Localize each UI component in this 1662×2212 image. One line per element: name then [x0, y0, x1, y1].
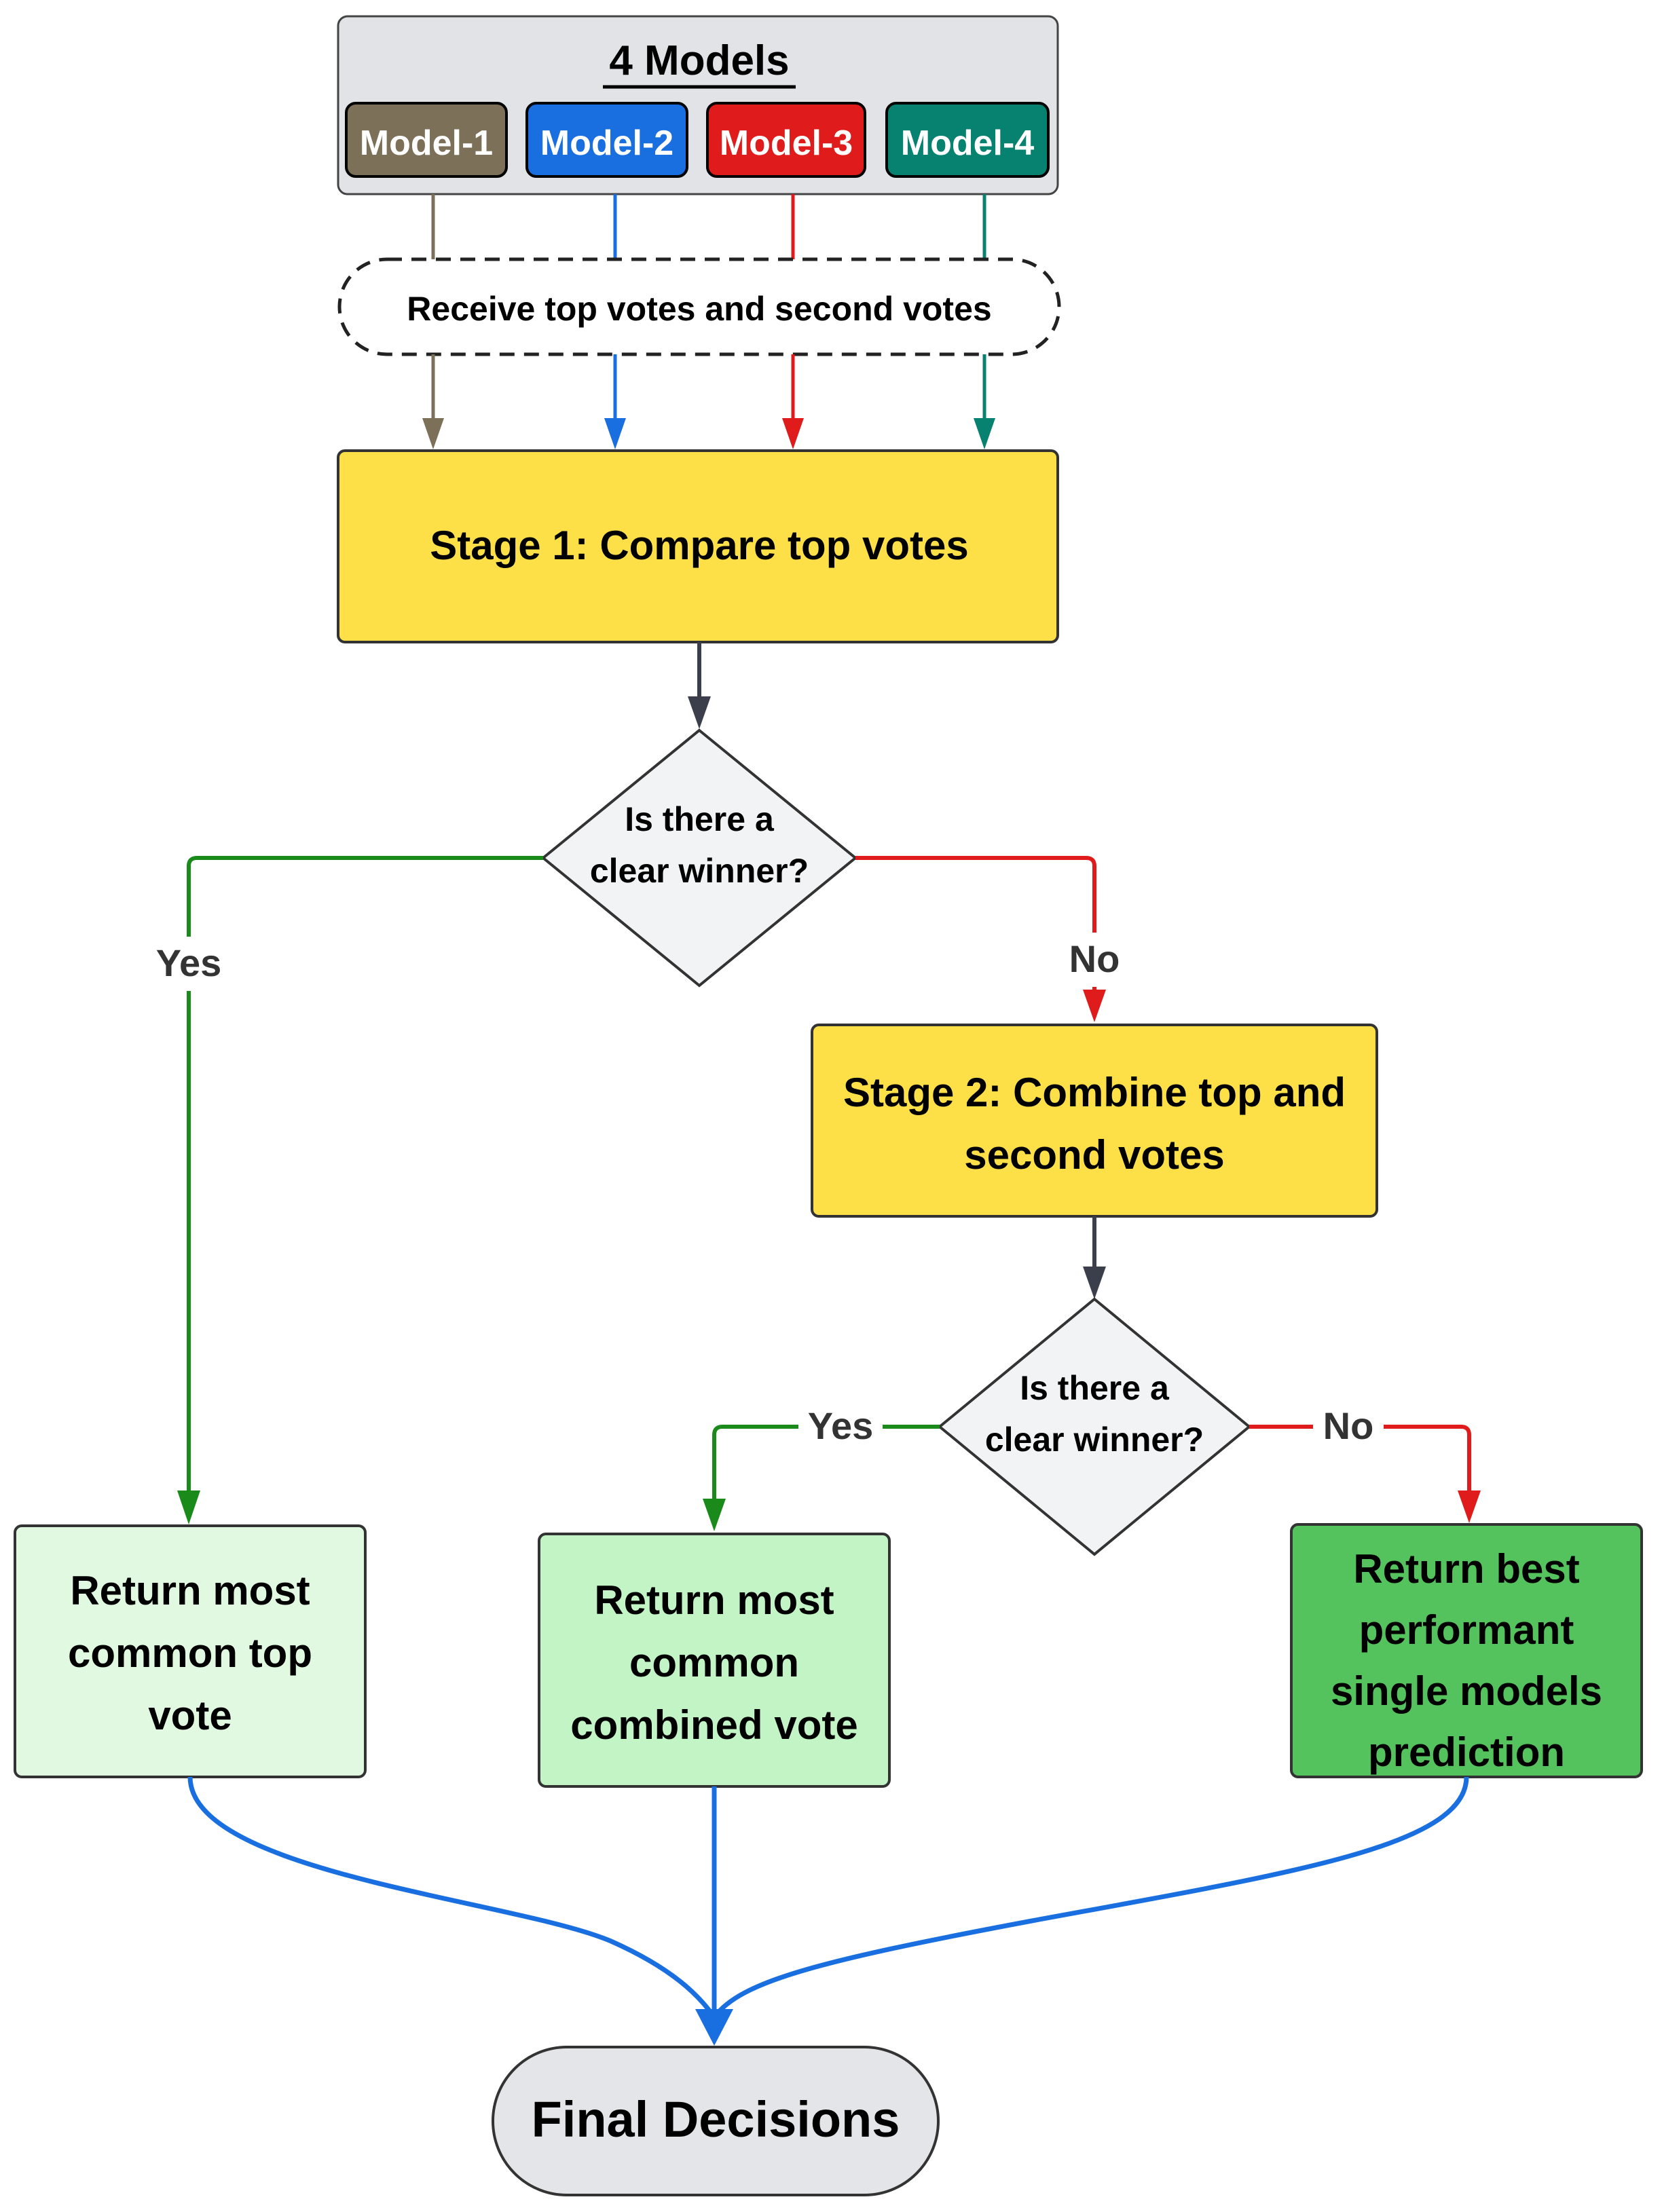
- decision2-line1: Is there a: [1020, 1369, 1170, 1407]
- model-1-node[interactable]: Model-1: [345, 102, 508, 178]
- models-group-title: 4 Models: [609, 37, 789, 84]
- decision2-no-arrowhead: [1458, 1491, 1481, 1523]
- final-arrowhead: [695, 2009, 733, 2046]
- decision1-no-path: [855, 856, 1096, 991]
- models-group-box: [337, 15, 1059, 195]
- stage1-to-decision1-arrowhead: [688, 696, 711, 729]
- stage2-line1: Stage 2: Combine top and: [843, 1070, 1346, 1115]
- result-top-vote-node[interactable]: Return most common top vote: [14, 1524, 367, 1778]
- decision1-yes-label: Yes: [156, 941, 222, 984]
- result-best-line3: single models: [1331, 1668, 1602, 1714]
- result-top-line3: vote: [148, 1693, 232, 1738]
- stage1-label: Stage 1: Compare top votes: [430, 523, 969, 568]
- results-to-final-arrows: [187, 1776, 1469, 2046]
- model-1-label: Model-1: [360, 124, 493, 163]
- decision1-yes-arrowhead: [177, 1491, 200, 1524]
- decision2-no-path: [1249, 1425, 1471, 1491]
- decision2-yes-arrowhead: [703, 1499, 726, 1531]
- decision2-line2: clear winner?: [985, 1421, 1204, 1459]
- model-4-label: Model-4: [901, 124, 1035, 163]
- decision1-node[interactable]: Is there a clear winner?: [540, 728, 858, 988]
- model-4-arrowhead: [974, 418, 995, 449]
- result-best-model-node[interactable]: Return best performant single models pre…: [1290, 1523, 1643, 1778]
- result-best-line4: prediction: [1368, 1729, 1565, 1775]
- decision1-no-label: No: [1069, 937, 1120, 980]
- model-2-arrowhead: [604, 418, 626, 449]
- decision2-yes-label-bg: [798, 1401, 883, 1452]
- result-best-to-final-curve: [712, 1776, 1469, 2019]
- decision1-no-arrowhead: [1083, 990, 1106, 1022]
- stage2-node[interactable]: Stage 2: Combine top and second votes: [811, 1024, 1378, 1218]
- decision1-yes-label-bg: [143, 937, 235, 991]
- decision2-no-label-bg: [1313, 1401, 1384, 1452]
- result-best-line1: Return best: [1353, 1546, 1579, 1592]
- model-3-node[interactable]: Model-3: [706, 102, 866, 178]
- decision1-no-label-bg: [1054, 933, 1135, 987]
- model-4-node[interactable]: Model-4: [885, 102, 1050, 178]
- result-combined-line3: combined vote: [570, 1702, 857, 1748]
- result-top-to-final-curve: [187, 1776, 716, 2019]
- receive-votes-label: Receive top votes and second votes: [407, 290, 991, 328]
- stage1-node[interactable]: Stage 1: Compare top votes: [337, 449, 1059, 643]
- decision1-yes-path: [187, 856, 543, 1491]
- decision2-no-label: No: [1323, 1404, 1374, 1447]
- decision2-node[interactable]: Is there a clear winner?: [937, 1297, 1252, 1556]
- model-1-arrowhead: [422, 418, 444, 449]
- model-2-node[interactable]: Model-2: [525, 102, 688, 178]
- receive-to-stage1-arrows: [422, 354, 995, 449]
- decision2-yes-label: Yes: [808, 1404, 874, 1447]
- result-top-line2: common top: [68, 1630, 312, 1676]
- model-2-label: Model-2: [540, 124, 673, 163]
- model-to-receive-lines: [431, 194, 986, 259]
- model-3-label: Model-3: [720, 124, 853, 163]
- stage2-line2: second votes: [964, 1132, 1224, 1178]
- result-combined-line1: Return most: [594, 1577, 834, 1623]
- final-decisions-label: Final Decisions: [532, 2091, 900, 2148]
- model-3-arrowhead: [782, 418, 804, 449]
- receive-votes-node[interactable]: Receive top votes and second votes: [337, 257, 1061, 356]
- decision1-line1: Is there a: [625, 800, 775, 838]
- decision1-line2: clear winner?: [590, 852, 809, 890]
- result-top-line1: Return most: [70, 1568, 310, 1613]
- stage2-to-decision2-arrowhead: [1083, 1267, 1106, 1299]
- models-group: 4 Models Model-1 Model-2 Model-3 Model-4: [337, 15, 1059, 195]
- result-combined-vote-node[interactable]: Return most common combined vote: [538, 1533, 891, 1788]
- result-best-line2: performant: [1359, 1607, 1574, 1653]
- decision2-yes-path: [712, 1425, 940, 1499]
- final-decisions-node[interactable]: Final Decisions: [492, 2046, 940, 2196]
- result-combined-line2: common: [629, 1640, 799, 1685]
